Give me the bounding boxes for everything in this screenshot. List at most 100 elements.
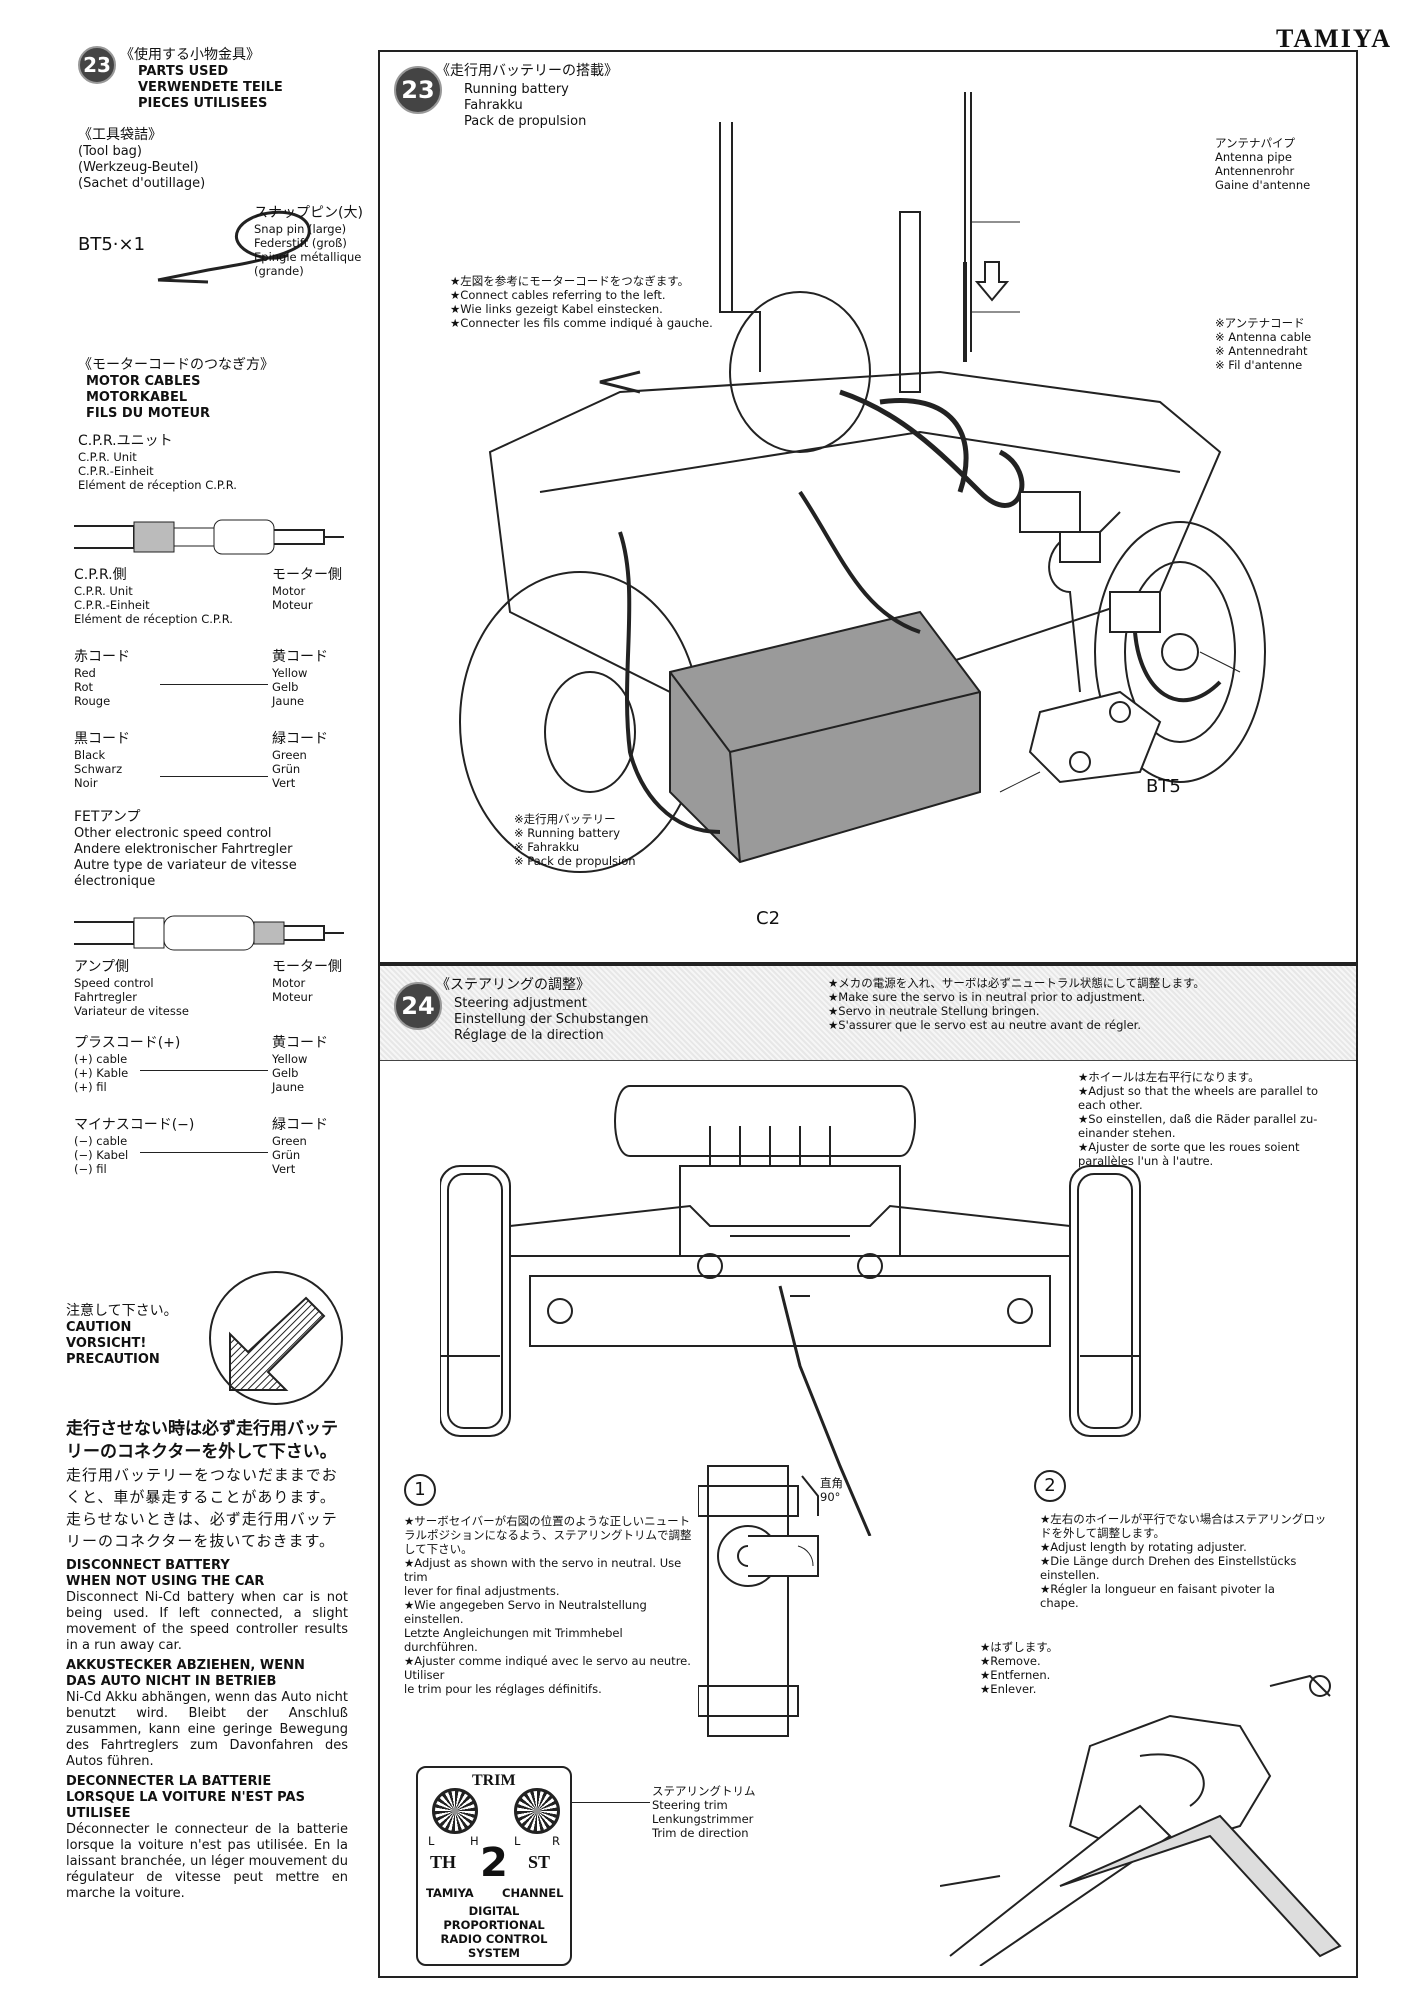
plus-yellow-line (140, 1070, 268, 1071)
black-green-line (160, 776, 268, 777)
tx-system: DIGITAL PROPORTIONAL RADIO CONTROL SYSTE… (440, 1904, 548, 1960)
toolbag-title-jp: 《工具袋詰》 (78, 127, 162, 143)
pliers-adjustment-drawing (940, 1674, 1342, 1966)
step24-panel: 24 《ステアリングの調整》 Steering adjustment Einst… (378, 964, 1358, 1978)
parallel-note: ★ホイールは左右平行になります。 ★Adjust so that the whe… (1078, 1070, 1348, 1168)
yellow2-cable-label: 黄コード Yellow Gelb Jaune (272, 1034, 328, 1094)
tx-r-label: R (552, 1834, 560, 1848)
antenna-cable-jp: ※アンテナコード (1215, 316, 1305, 330)
step24-header (380, 966, 1356, 1061)
remove-note: ★はずします。 ★Remove. ★Entfernen. ★Enlever. (980, 1640, 1120, 1696)
caution-text-block: 走行させない時は必ず走行用バッテリーのコネクターを外して下さい。 走行用バッテリ… (66, 1418, 348, 1902)
plus-cable-label: プラスコード(+) (+) cable (+) Kable (+) fil (74, 1034, 180, 1094)
tx-channel-number: 2 (480, 1840, 508, 1886)
antenna-pipe-label: アンテナパイプ Antenna pipe Antennenrohr Gaine … (1215, 136, 1355, 192)
running-battery-label: ※走行用バッテリー ※ Running battery ※ Fahrakku ※… (514, 812, 714, 868)
parts-title: PARTS USED VERWENDETE TEILE PIECES UTILI… (138, 64, 283, 111)
amp-side-label: アンプ側 Speed control Fahrtregler Variateur… (74, 958, 244, 1018)
servo-drawing (698, 1465, 819, 1737)
bt5-label: BT5·×1 (78, 234, 146, 255)
parallel-jp: ★ホイールは左右平行になります。 (1078, 1070, 1260, 1084)
step2-instructions: ★左右のホイールが平行でない場合はステアリングロッドを外して調整します。 ★Ad… (1040, 1512, 1330, 1610)
step1-number: 1 (404, 1474, 436, 1506)
cpr-side-jp: C.P.R.側 (74, 567, 127, 583)
motor-side2-label: モーター側 Motor Moteur (272, 958, 342, 1004)
motor-title: MOTOR CABLES MOTORKABEL FILS DU MOTEUR (86, 374, 211, 421)
minus-green-line (140, 1152, 268, 1153)
brand-logo: TAMIYA (1275, 24, 1392, 53)
caution-en-body: Disconnect Ni-Cd battery when car is not… (66, 1590, 348, 1653)
step24-title: Steering adjustment Einstellung der Schu… (454, 996, 649, 1043)
motor-side-names: Motor Moteur (272, 584, 313, 612)
step1-instructions: ★サーボセイバーが右図の位置のような正しいニュートラルポジションになるよう、ステ… (404, 1514, 694, 1696)
motor-cables-section: 《モーターコードのつなぎ方》 MOTOR CABLES MOTORKABEL F… (78, 356, 378, 492)
cpr-side-names: C.P.R. Unit C.P.R.-Einheit Elément de ré… (74, 584, 233, 626)
step2-jp: ★左右のホイールが平行でない場合はステアリングロッドを外して調整します。 (1040, 1512, 1327, 1540)
antenna-cable-label: ※アンテナコード ※ Antenna cable ※ Antennedraht … (1215, 316, 1355, 372)
fet-jp: FETアンプ (74, 809, 141, 825)
amp-side-names: Speed control Fahrtregler Variateur de v… (74, 976, 189, 1018)
green2-names: Green Grün Vert (272, 1134, 307, 1176)
st-trim-knob[interactable] (514, 1788, 560, 1834)
tx-th-label: TH (430, 1852, 457, 1872)
snap-pin-part: BT5·×1 スナップピン(大) Snap pin (large) Feders… (78, 205, 378, 300)
black-cable-label: 黒コード Black Schwarz Noir (74, 730, 130, 790)
cpr-connector-drawing (74, 519, 344, 555)
c2-callout: C2 (756, 908, 781, 929)
caution-fr-title: DECONNECTER LA BATTERIE LORSQUE LA VOITU… (66, 1774, 305, 1821)
red-names: Red Rot Rouge (74, 666, 111, 708)
caution-de-body: Ni-Cd Akku abhängen, wenn das Auto nicht… (66, 1690, 348, 1769)
plus-names: (+) cable (+) Kable (+) fil (74, 1052, 129, 1094)
yellow-cable-label: 黄コード Yellow Gelb Jaune (272, 648, 328, 708)
tx-l2-label: L (514, 1834, 521, 1848)
steering-top-drawing (440, 1085, 1141, 1536)
antenna-pipe-jp: アンテナパイプ (1215, 136, 1296, 150)
motor-side-jp: モーター側 (272, 567, 342, 583)
remove-names: ★Remove. ★Entfernen. ★Enlever. (980, 1654, 1051, 1696)
snap-pin-icon (157, 210, 311, 284)
fet-names: Other electronic speed control Andere el… (74, 826, 297, 889)
tx-st-label: ST (528, 1852, 551, 1872)
snap-pin-names: Snap pin (large) Federstift (groß) Eping… (254, 222, 362, 278)
th-trim-knob[interactable] (432, 1788, 478, 1834)
red-jp: 赤コード (74, 649, 130, 665)
servo-neutral-note: ★メカの電源を入れ、サーボは必ずニュートラル状態にして調整します。 ★Make … (828, 976, 1348, 1032)
cpr-unit-names: C.P.R. Unit C.P.R.-Einheit Elément de ré… (78, 450, 237, 492)
caution-de-title: AKKUSTECKER ABZIEHEN, WENN DAS AUTO NICH… (66, 1658, 305, 1689)
amp-side-jp: アンプ側 (74, 959, 130, 975)
parallel-names: ★Adjust so that the wheels are parallel … (1078, 1084, 1319, 1168)
motor-side2-names: Motor Moteur (272, 976, 313, 1004)
caution-names: CAUTION VORSICHT! PRECAUTION (66, 1320, 160, 1367)
caution-label: 注意して下さい。 CAUTION VORSICHT! PRECAUTION (66, 1302, 216, 1368)
fet-connector-drawing (74, 915, 344, 951)
tx-channel: CHANNEL (502, 1886, 564, 1900)
step23-panel: 23 《走行用バッテリーの搭載》 Running battery Fahrakk… (378, 50, 1358, 964)
steering-trim-label: ステアリングトリム Steering trim Lenkungstrimmer … (652, 1784, 802, 1840)
step1-names: ★Adjust as shown with the servo in neutr… (404, 1556, 691, 1696)
cpr-unit-jp: C.P.R.ユニット (78, 433, 173, 449)
toolbag-title: (Tool bag) (Werkzeug-Beutel) (Sachet d'o… (78, 144, 206, 191)
connect-cables-note: ★左図を参考にモーターコードをつなぎます。 ★Connect cables re… (450, 274, 780, 330)
minus-cable-label: マイナスコード(−) (−) cable (−) Kabel (−) fil (74, 1116, 194, 1176)
step24-title-jp: 《ステアリングの調整》 (436, 977, 590, 993)
servo-neutral-jp: ★メカの電源を入れ、サーボは必ずニュートラル状態にして調整します。 (828, 976, 1205, 990)
transmitter-panel: TRIM L H L R TH 2 ST TAMIYA CHANNEL DIGI… (416, 1766, 572, 1966)
right-angle-jp: 直角 (820, 1476, 843, 1490)
antenna-cable-names: ※ Antenna cable ※ Antennedraht ※ Fil d'a… (1215, 330, 1312, 372)
motor-side-label: モーター側 Motor Moteur (272, 566, 372, 612)
tx-h-label: H (470, 1834, 479, 1848)
trim-leader-line (570, 1802, 650, 1803)
steering-trim-jp: ステアリングトリム (652, 1784, 756, 1798)
tx-trim-label: TRIM (472, 1772, 516, 1789)
step23-number: 23 (394, 66, 442, 114)
running-battery-jp: ※走行用バッテリー (514, 812, 616, 826)
step2-names: ★Adjust length by rotating adjuster. ★Di… (1040, 1540, 1297, 1610)
step1-jp: ★サーボセイバーが右図の位置のような正しいニュートラルポジションになるよう、ステ… (404, 1514, 692, 1556)
running-battery-names: ※ Running battery ※ Fahrakku ※ Pack de p… (514, 826, 636, 868)
steering-trim-names: Steering trim Lenkungstrimmer Trim de di… (652, 1798, 754, 1840)
green2-jp: 緑コード (272, 1117, 328, 1133)
step-number-badge: 23 (78, 46, 116, 84)
snap-pin-jp: スナップピン(大) (254, 205, 363, 221)
connect-cables-jp: ★左図を参考にモーターコードをつなぎます。 (450, 274, 690, 288)
caution-en-title: DISCONNECT BATTERY WHEN NOT USING THE CA… (66, 1558, 265, 1589)
